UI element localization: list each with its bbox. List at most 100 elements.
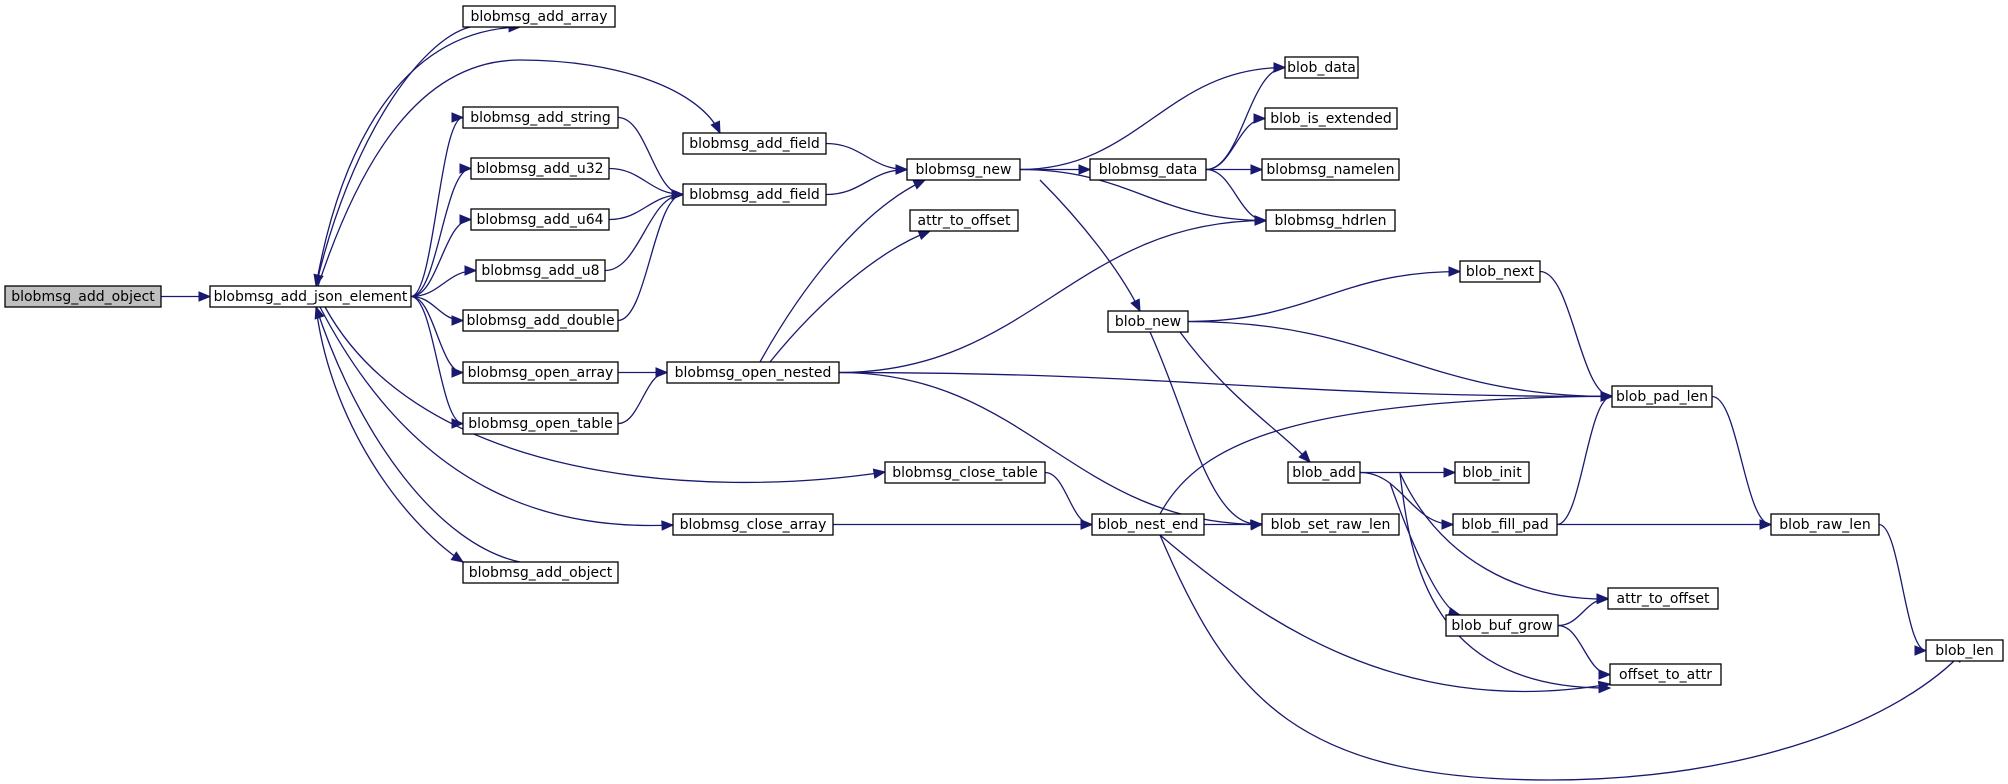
node-open-array[interactable]: blobmsg_open_array bbox=[462, 361, 619, 384]
edge-line bbox=[315, 306, 521, 563]
node-label: blobmsg_open_array bbox=[468, 365, 614, 381]
edge-bm_new-to-blob_new bbox=[1039, 179, 1141, 313]
edge-line bbox=[315, 26, 471, 287]
node-box bbox=[1611, 385, 1713, 408]
node-bm-data[interactable]: blobmsg_data bbox=[1089, 158, 1207, 181]
node-pad-len[interactable]: blob_pad_len bbox=[1611, 385, 1713, 408]
edge-arrowhead bbox=[671, 189, 685, 200]
node-blob-next[interactable]: blob_next bbox=[1459, 260, 1541, 283]
node-is-ext[interactable]: blob_is_extended bbox=[1264, 107, 1398, 130]
node-attr-off1[interactable]: attr_to_offset bbox=[909, 209, 1019, 232]
edge-arrowhead bbox=[661, 520, 675, 531]
edge-bm_new-to-blob_data bbox=[1019, 62, 1287, 171]
edge-json-to-open_table bbox=[410, 295, 465, 429]
edge-line bbox=[825, 142, 908, 171]
node-box bbox=[672, 513, 834, 536]
edge-arrowhead bbox=[1298, 450, 1311, 463]
edge-blob_new-to-blob_add bbox=[1179, 331, 1311, 463]
node-nest-end[interactable]: blob_nest_end bbox=[1091, 513, 1205, 536]
edge-blob_new-to-pad_len bbox=[1187, 320, 1614, 402]
node-box bbox=[1770, 513, 1880, 536]
edge-add_string-to-add_field2 bbox=[617, 116, 685, 200]
node-add-array[interactable]: blobmsg_add_array bbox=[462, 5, 616, 28]
node-add-object2[interactable]: blobmsg_add_object bbox=[462, 561, 619, 584]
node-add-u32[interactable]: blobmsg_add_u32 bbox=[470, 157, 610, 180]
edge-line bbox=[315, 26, 521, 287]
edge-arrowhead bbox=[1759, 519, 1773, 530]
node-label: blobmsg_open_nested bbox=[675, 365, 832, 381]
node-hdrlen[interactable]: blobmsg_hdrlen bbox=[1265, 209, 1396, 232]
edge-nest_end-to-off_attr bbox=[1159, 534, 1612, 693]
node-json[interactable]: blobmsg_add_json_element bbox=[209, 285, 412, 308]
node-box bbox=[462, 361, 619, 384]
node-add-field2[interactable]: blobmsg_add_field bbox=[682, 183, 827, 206]
edge-arrowhead bbox=[1253, 113, 1267, 124]
edge-blob_new-to-blob_next bbox=[1187, 266, 1462, 323]
edge-arrowhead bbox=[1448, 266, 1462, 277]
call-graph-nodes: blobmsg_add_object blobmsg_add_json_eleme… bbox=[4, 5, 2004, 686]
edge-arrowhead bbox=[1273, 62, 1287, 73]
node-label: blob_buf_grow bbox=[1451, 618, 1552, 634]
edge-open_nested-to-pad_len bbox=[838, 371, 1614, 402]
edge-line bbox=[324, 306, 886, 484]
edge-json-to-add_object2 bbox=[315, 306, 465, 563]
edge-arrowhead bbox=[1078, 164, 1092, 175]
edge-close_array-to-nest_end bbox=[833, 519, 1094, 530]
node-add-field1[interactable]: blobmsg_add_field bbox=[682, 132, 827, 155]
edge-line bbox=[1019, 66, 1286, 171]
node-open-table[interactable]: blobmsg_open_table bbox=[462, 412, 619, 435]
edge-arrowhead bbox=[1600, 391, 1614, 402]
node-label: blobmsg_new bbox=[916, 162, 1012, 178]
node-label: blobmsg_add_json_element bbox=[214, 289, 408, 305]
edge-add_field2-to-bm_new bbox=[825, 164, 909, 196]
node-close-table[interactable]: blobmsg_close_table bbox=[884, 461, 1046, 484]
node-attr-off2[interactable]: attr_to_offset bbox=[1607, 587, 1719, 610]
edge-arrowhead bbox=[459, 214, 473, 225]
edge-open_nested-to-bm_new bbox=[759, 179, 927, 363]
edge-add_array-to-json bbox=[313, 26, 471, 288]
node-box bbox=[1452, 513, 1558, 536]
node-box bbox=[1089, 158, 1207, 181]
edge-blob_new-to-set_raw_len bbox=[1149, 331, 1264, 531]
node-set-raw-len[interactable]: blob_set_raw_len bbox=[1261, 513, 1400, 536]
edge-arrowhead bbox=[451, 367, 465, 378]
node-off-attr[interactable]: offset_to_attr bbox=[1609, 663, 1722, 686]
node-box bbox=[1284, 56, 1359, 79]
edge-arrowhead bbox=[1443, 467, 1457, 478]
edge-line bbox=[1389, 482, 1461, 616]
edge-close_table-to-nest_end bbox=[1044, 471, 1094, 530]
node-blob-init[interactable]: blob_init bbox=[1454, 461, 1530, 484]
node-add-u64[interactable]: blobmsg_add_u64 bbox=[470, 208, 610, 231]
node-raw-len[interactable]: blob_raw_len bbox=[1770, 513, 1880, 536]
edge-fill_pad-to-pad_len bbox=[1556, 391, 1614, 526]
edge-arrowhead bbox=[450, 551, 465, 563]
node-root[interactable]: blobmsg_add_object bbox=[4, 285, 162, 308]
edge-arrowhead bbox=[872, 468, 887, 479]
node-add-u8[interactable]: blobmsg_add_u8 bbox=[475, 259, 606, 282]
edge-line bbox=[1359, 471, 1454, 526]
node-label: blobmsg_add_string bbox=[470, 110, 611, 126]
node-blob-new[interactable]: blob_new bbox=[1107, 310, 1189, 333]
node-box bbox=[1609, 663, 1722, 686]
edge-line bbox=[1159, 534, 1965, 781]
node-buf-grow[interactable]: blob_buf_grow bbox=[1445, 614, 1559, 637]
edge-add_double-to-add_field2 bbox=[617, 189, 685, 322]
node-open-nested[interactable]: blobmsg_open_nested bbox=[666, 361, 840, 384]
node-bm-new[interactable]: blobmsg_new bbox=[906, 158, 1021, 181]
node-label: blobmsg_add_field bbox=[689, 187, 820, 203]
node-label: blobmsg_add_object bbox=[11, 289, 155, 305]
node-label: blob_is_extended bbox=[1270, 111, 1391, 127]
node-blob-len[interactable]: blob_len bbox=[1925, 639, 2004, 662]
edge-line bbox=[1187, 270, 1461, 323]
node-blob-data[interactable]: blob_data bbox=[1284, 56, 1359, 79]
node-blob-add[interactable]: blob_add bbox=[1287, 461, 1361, 484]
node-box bbox=[884, 461, 1046, 484]
node-add-double[interactable]: blobmsg_add_double bbox=[462, 309, 619, 332]
node-namelen[interactable]: blobmsg_namelen bbox=[1261, 158, 1400, 181]
edge-json-to-open_array bbox=[410, 295, 465, 378]
node-add-string[interactable]: blobmsg_add_string bbox=[462, 106, 619, 129]
node-label: blob_next bbox=[1466, 264, 1535, 280]
node-close-array[interactable]: blobmsg_close_array bbox=[672, 513, 834, 536]
node-label: blob_len bbox=[1935, 643, 1994, 659]
node-fill-pad[interactable]: blob_fill_pad bbox=[1452, 513, 1558, 536]
